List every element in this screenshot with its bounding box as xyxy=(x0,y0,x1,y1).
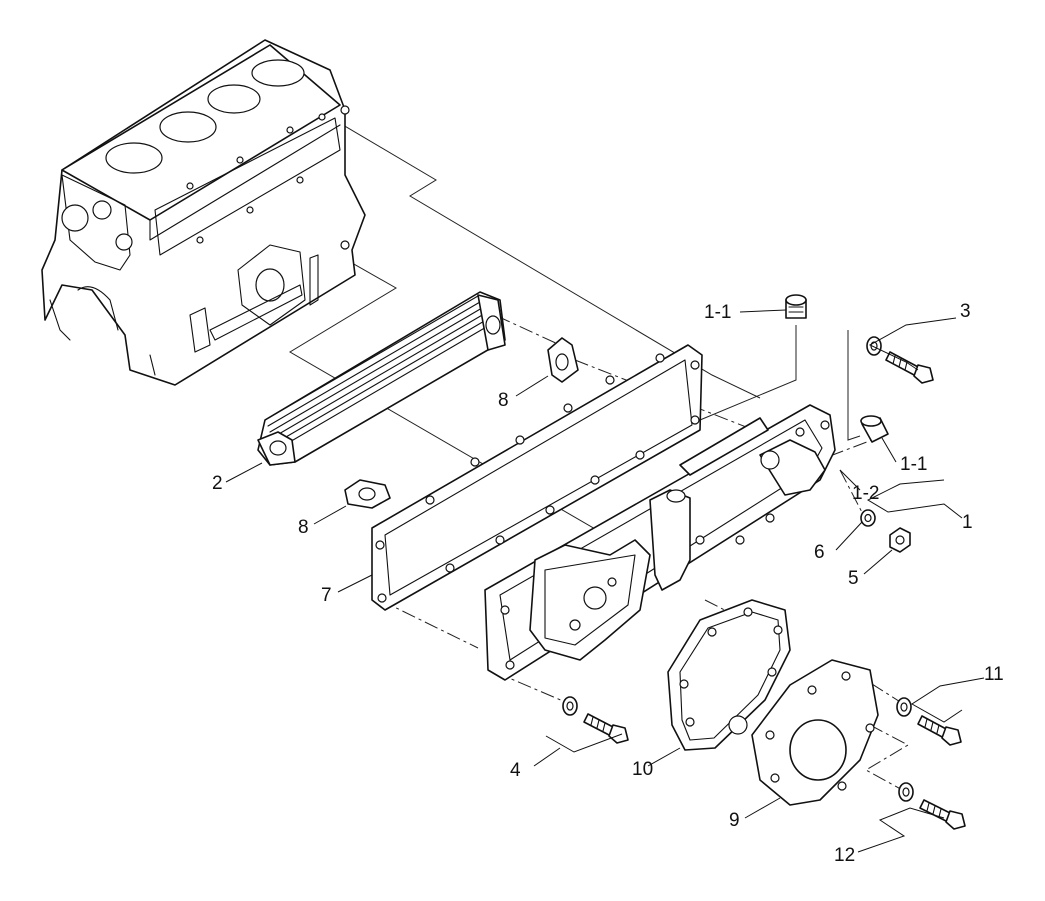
nut-5 xyxy=(889,527,911,553)
engine-block xyxy=(41,39,366,386)
washer-4 xyxy=(562,696,578,716)
gasket-8-lower xyxy=(344,479,391,509)
plug-1-1-right xyxy=(860,415,889,443)
callout-3: 3 xyxy=(960,301,971,322)
callout-1-2: 1-2 xyxy=(852,483,879,504)
callout-4: 4 xyxy=(510,760,521,781)
cover-gasket xyxy=(371,344,703,611)
callout-10: 10 xyxy=(632,759,653,780)
callout-2: 2 xyxy=(212,473,223,494)
oil-cooler-cover xyxy=(484,404,836,681)
bolt-11 xyxy=(917,715,962,746)
cover-plate xyxy=(751,659,879,806)
oil-cooler-element xyxy=(257,291,506,466)
callout-6: 6 xyxy=(814,542,825,563)
callout-labels: 1-1 3 8 1-1 2 1-2 8 1 6 5 7 11 4 10 9 12 xyxy=(212,301,1004,866)
callout-11: 11 xyxy=(984,664,1004,685)
callout-8-upper: 8 xyxy=(498,390,509,411)
callout-12: 12 xyxy=(834,845,855,866)
bolt-4 xyxy=(583,713,629,744)
pump-gasket xyxy=(667,599,791,751)
washer-11 xyxy=(896,697,912,717)
callout-9: 9 xyxy=(729,810,740,831)
leader-lines xyxy=(225,309,985,853)
callout-1-1-top: 1-1 xyxy=(704,302,731,323)
bolt-12 xyxy=(919,799,966,830)
washer-12 xyxy=(898,782,914,802)
gasket-8-upper xyxy=(547,337,579,383)
callout-7: 7 xyxy=(321,585,332,606)
washer-6 xyxy=(860,509,876,527)
callout-5: 5 xyxy=(848,568,859,589)
callout-1: 1 xyxy=(962,512,973,533)
callout-1-1-right: 1-1 xyxy=(900,454,927,475)
callout-8-lower: 8 xyxy=(298,517,309,538)
plug-1-1-top xyxy=(785,294,807,319)
bolt-3 xyxy=(885,351,934,384)
